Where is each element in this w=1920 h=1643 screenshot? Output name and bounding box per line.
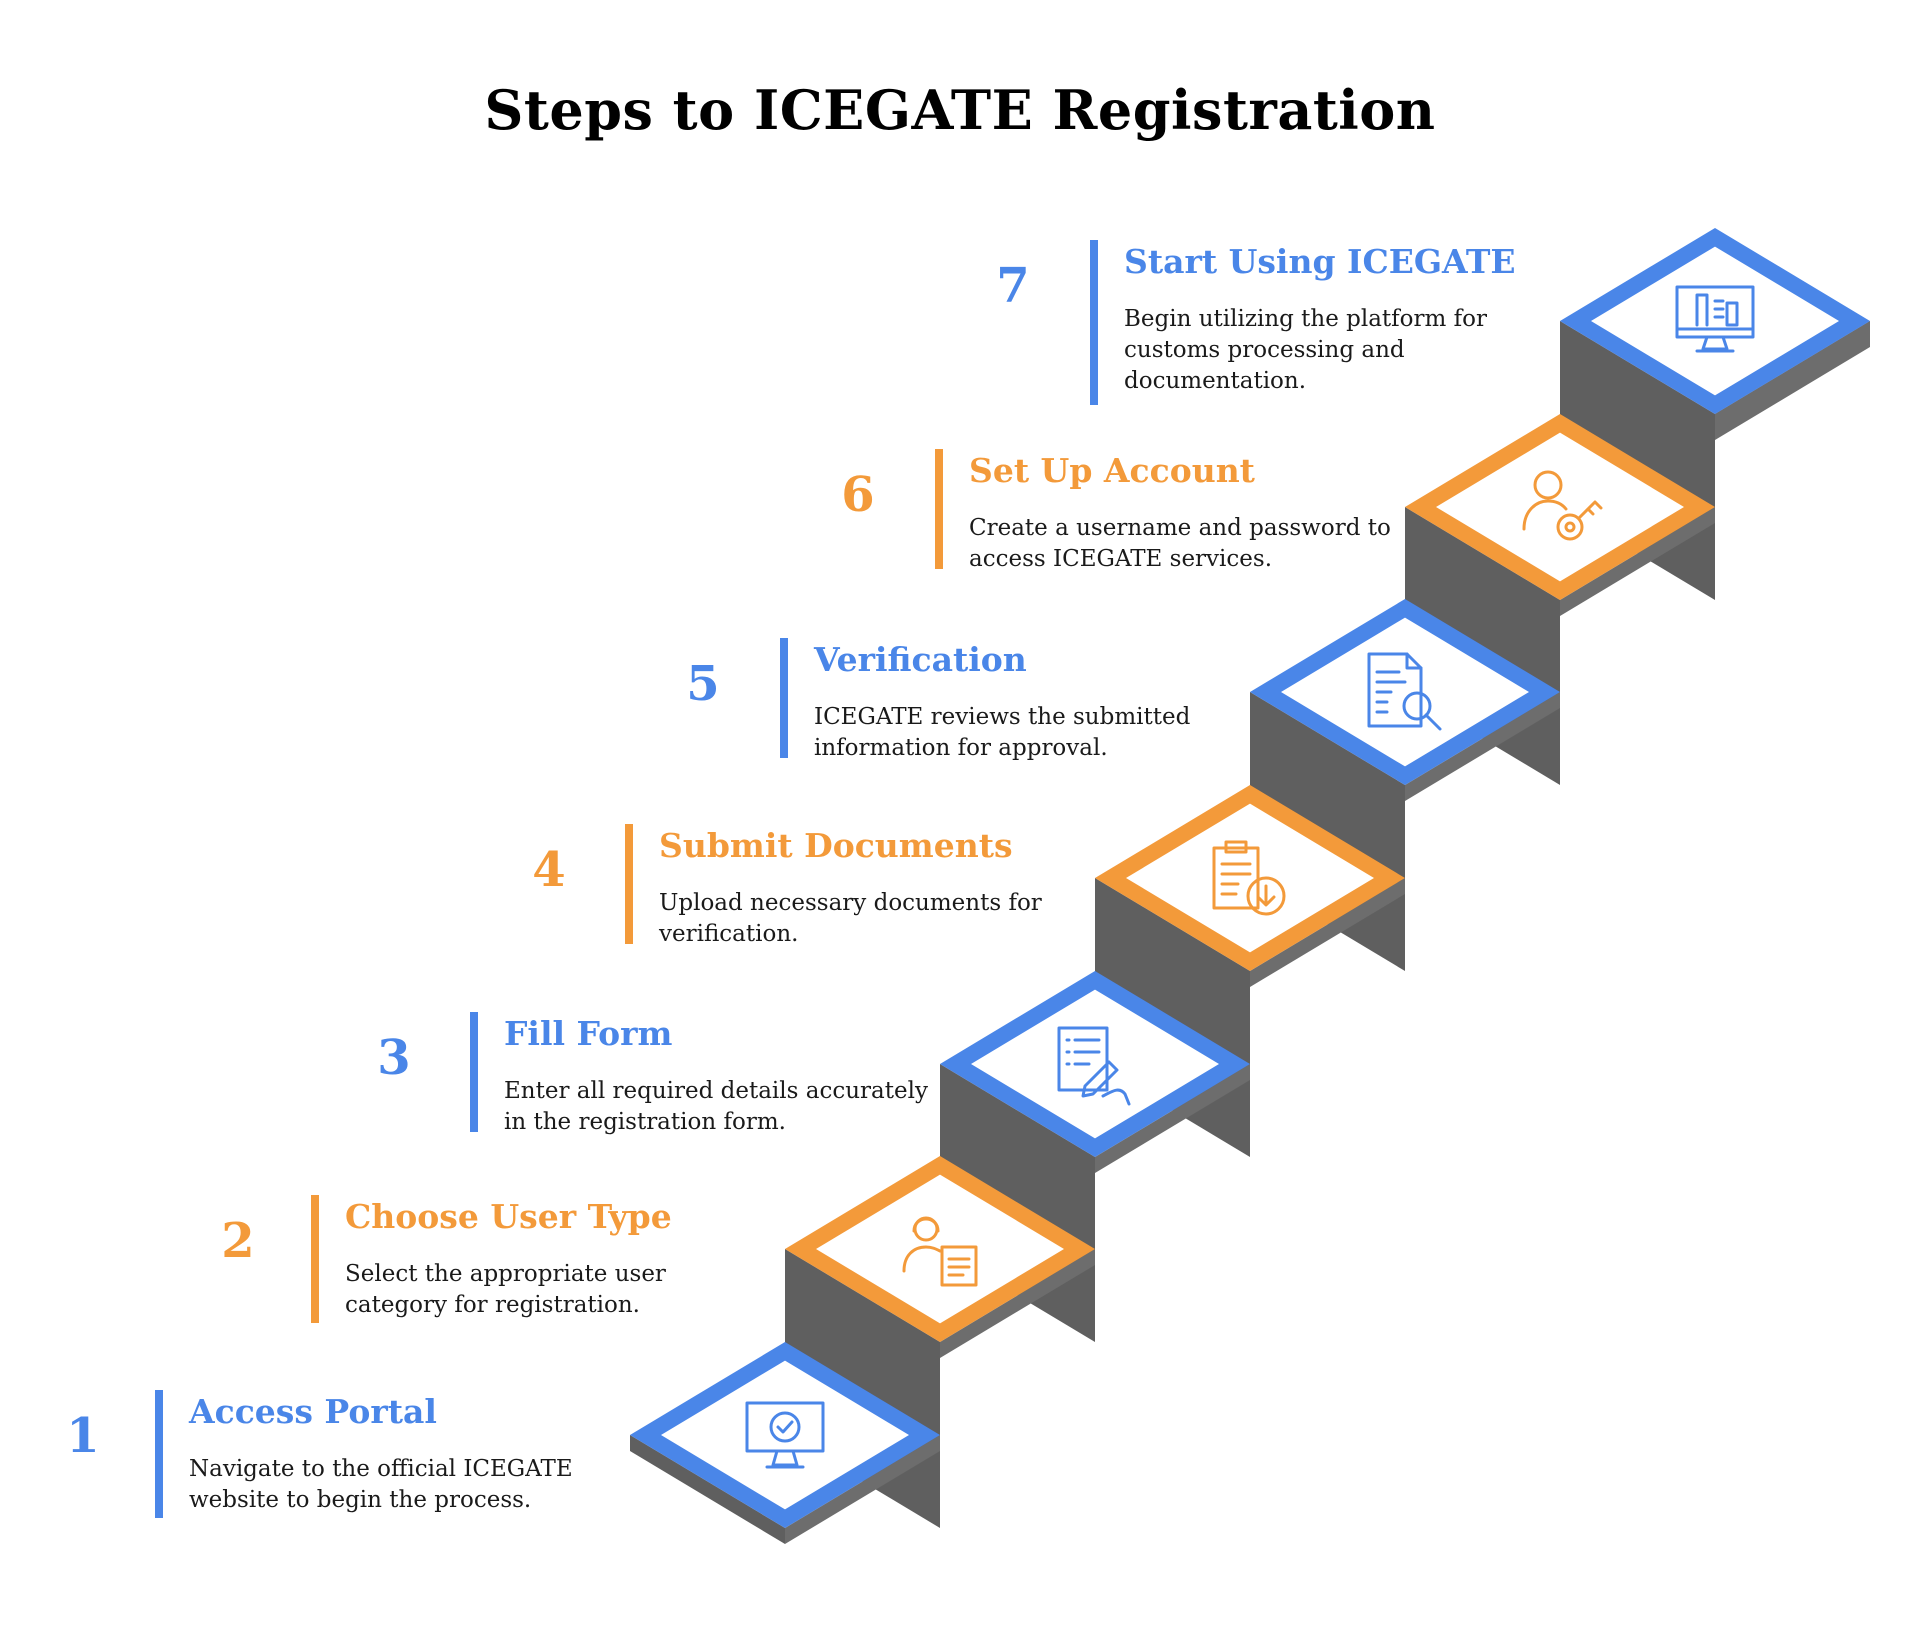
step-description: ICEGATE reviews the submitted informatio…: [814, 704, 1191, 761]
step-description: Navigate to the official ICEGATE website…: [189, 1456, 573, 1513]
monitor-check-icon: [745, 1401, 825, 1469]
step-description: Begin utilizing the platform for customs…: [1124, 306, 1488, 394]
form-writing-icon: [1057, 1026, 1131, 1106]
step-description: Select the appropriate user category for…: [345, 1261, 666, 1318]
step-diamond-face: [971, 989, 1219, 1139]
step-number: 5: [686, 656, 720, 712]
step-accent-bar: [935, 449, 943, 569]
stair-side: [1250, 878, 1405, 987]
step-number: 7: [996, 258, 1030, 314]
step-diamond-face: [1591, 246, 1839, 396]
step-number: 6: [841, 467, 875, 523]
step-accent-bar: [1090, 240, 1098, 405]
step-accent-bar: [625, 824, 633, 944]
user-key-icon: [1522, 470, 1603, 541]
step-title: Set Up Account: [969, 451, 1255, 490]
page-title: Steps to ICEGATE Registration: [484, 78, 1436, 142]
stair-step-1: [630, 1342, 940, 1544]
step-description: Upload necessary documents for verificat…: [659, 890, 1042, 947]
step-number: 1: [66, 1408, 100, 1464]
step-description: Enter all required details accurately in…: [504, 1078, 928, 1135]
step-accent-bar: [780, 638, 788, 758]
stair-base-front: [630, 1435, 785, 1544]
step-title: Submit Documents: [659, 826, 1013, 865]
stair-side: [1405, 692, 1560, 801]
step-title: Start Using ICEGATE: [1124, 242, 1516, 281]
step-title: Choose User Type: [345, 1197, 672, 1236]
step-description: Create a username and password to access…: [969, 515, 1391, 572]
document-search-icon: [1367, 652, 1442, 731]
step-accent-bar: [155, 1390, 163, 1518]
stair-step-3: [940, 971, 1250, 1342]
step-number: 3: [377, 1030, 411, 1086]
step-diamond-face: [816, 1174, 1064, 1324]
stair-top-side: [1715, 321, 1870, 440]
clipboard-download-icon: [1212, 840, 1286, 916]
monitor-dashboard-icon: [1675, 285, 1755, 353]
step-title: Access Portal: [189, 1392, 437, 1431]
stair-base-side: [785, 1435, 940, 1544]
stair-side: [1560, 507, 1715, 616]
step-diamond-face: [1126, 803, 1374, 953]
step-diamond-face: [1281, 617, 1529, 767]
step-diamond-face: [1436, 432, 1684, 582]
step-accent-bar: [311, 1195, 319, 1323]
step-title: Fill Form: [504, 1014, 673, 1053]
step-diamond-face: [661, 1360, 909, 1510]
step-number: 4: [532, 842, 566, 898]
step-title: Verification: [814, 640, 1027, 679]
stair-side: [940, 1249, 1095, 1358]
step-accent-bar: [470, 1012, 478, 1132]
user-document-icon: [902, 1216, 978, 1287]
stair-side: [1095, 1064, 1250, 1173]
step-number: 2: [221, 1213, 255, 1269]
